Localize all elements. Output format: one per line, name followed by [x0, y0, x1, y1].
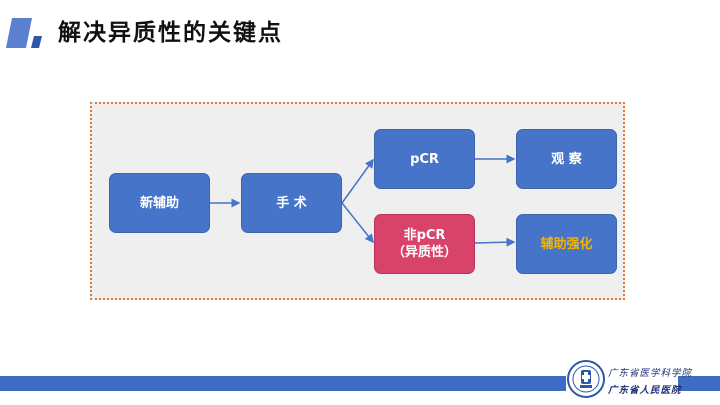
node-surgery: 手 术: [241, 173, 342, 233]
org-name-line1: 广东省医学科学院: [608, 368, 693, 379]
footer-bar-right: [678, 376, 720, 391]
node-observe: 观 察: [516, 129, 617, 189]
node-adjuvant-intensify-label: 辅助强化: [540, 236, 593, 252]
node-non-pcr: 非pCR （异质性）: [374, 214, 475, 274]
hospital-logo-icon: [567, 360, 605, 398]
org-name-line2: 广东省人民医院: [608, 385, 682, 396]
node-observe-label: 观 察: [551, 151, 582, 167]
footer-bar: [0, 376, 566, 391]
slide-title: 解决异质性的关键点: [58, 20, 283, 46]
node-pcr: pCR: [374, 129, 475, 189]
node-non-pcr-sublabel: （异质性）: [391, 245, 457, 260]
node-surgery-label: 手 术: [276, 195, 307, 211]
title-accent-icon: [6, 18, 42, 48]
node-adjuvant-intensify: 辅助强化: [516, 214, 617, 274]
node-pcr-label: pCR: [410, 151, 439, 167]
node-neoadjuvant: 新辅助: [109, 173, 210, 233]
node-non-pcr-label: 非pCR: [403, 228, 446, 243]
node-neoadjuvant-label: 新辅助: [139, 195, 179, 211]
